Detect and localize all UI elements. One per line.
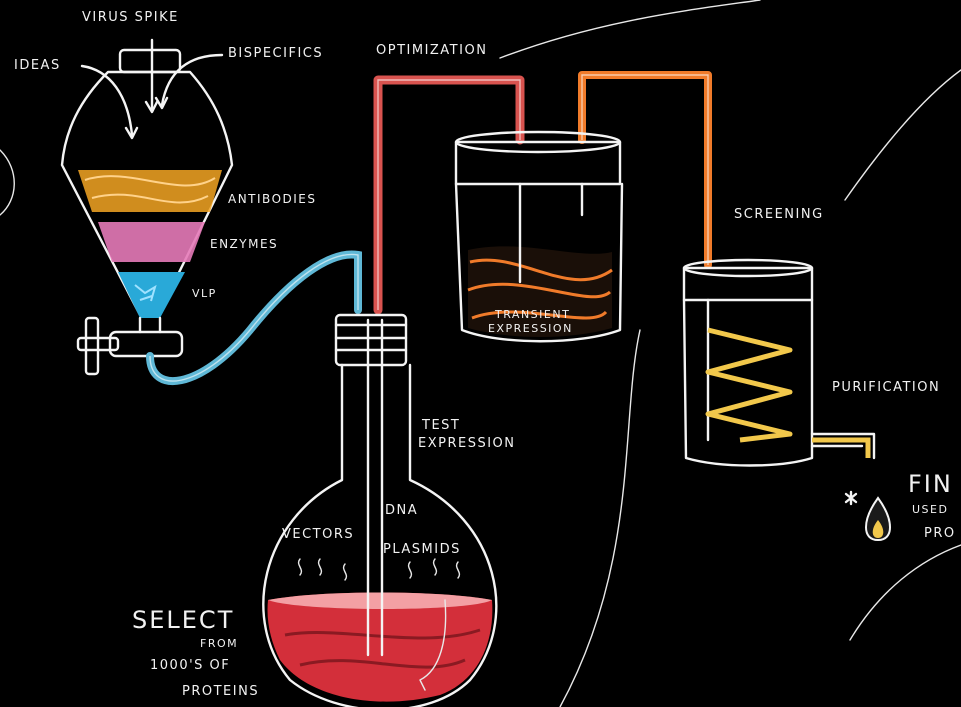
decor-arc <box>0 150 14 215</box>
enzymes-label: ENZYMES <box>210 237 278 251</box>
bispecifics-label: BISPECIFICS <box>228 46 323 61</box>
pipe-orange <box>582 75 708 265</box>
select-proteins-label: PROTEINS <box>182 684 259 699</box>
final-drop <box>846 492 890 540</box>
transient-expression-label-2: EXPRESSION <box>488 322 573 335</box>
virus-spike-label: VIRUS SPIKE <box>82 10 179 25</box>
test-expression-label-1: TEST <box>422 418 460 433</box>
round-bottom-flask <box>263 315 496 707</box>
final-pro-label: PRO <box>924 526 956 541</box>
bispecifics-arrow <box>162 55 222 105</box>
antibodies-label: ANTIBODIES <box>228 192 317 206</box>
test-expression-label-2: EXPRESSION <box>418 436 516 451</box>
ideas-arrow <box>82 66 132 135</box>
select-count-label: 1000'S OF <box>150 658 230 673</box>
enzymes-layer <box>98 222 205 262</box>
screening-label: SCREENING <box>734 207 824 222</box>
vlp-layer <box>118 272 185 318</box>
decor-arc <box>850 545 961 640</box>
sparkle-icon <box>846 492 856 504</box>
antibodies-layer <box>78 170 222 212</box>
dna-label: DNA <box>385 503 418 518</box>
final-used-label: USED <box>912 503 948 516</box>
decor-arc <box>500 0 760 58</box>
decor-arc <box>845 70 961 200</box>
separatory-funnel <box>62 40 232 374</box>
decor-arc <box>560 330 640 707</box>
purification-column <box>684 260 874 466</box>
select-from-label: FROM <box>200 637 238 650</box>
purification-label: PURIFICATION <box>832 380 940 395</box>
vlp-label: VLP <box>192 287 217 300</box>
ideas-label: IDEAS <box>14 58 61 73</box>
vectors-label: VECTORS <box>282 527 354 542</box>
plasmids-label: PLASMIDS <box>383 542 461 557</box>
transient-expression-label-1: TRANSIENT <box>495 308 570 321</box>
final-label: FIN <box>908 470 953 498</box>
select-label: SELECT <box>132 606 234 634</box>
optimization-label: OPTIMIZATION <box>376 43 487 58</box>
